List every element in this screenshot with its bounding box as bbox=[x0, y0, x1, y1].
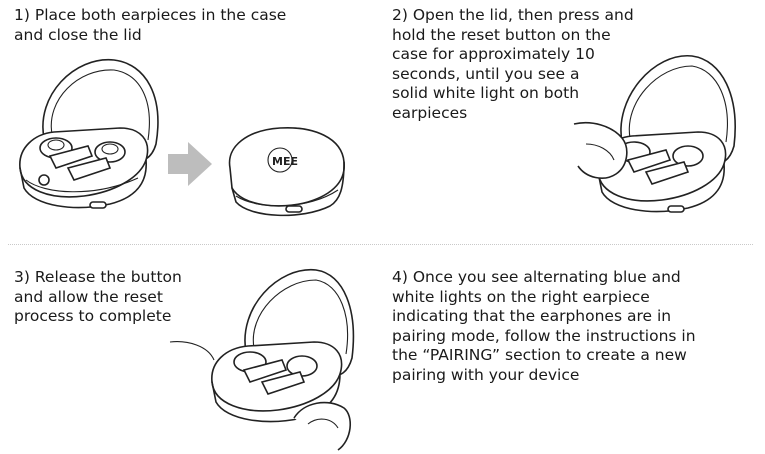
finger-icon bbox=[573, 122, 628, 179]
step-1-number: 1) bbox=[14, 6, 30, 24]
section-divider bbox=[8, 244, 753, 245]
step-4-instruction: 4) Once you see alternating blue and whi… bbox=[392, 268, 696, 385]
reset-press-illustration bbox=[573, 55, 736, 213]
step-1-instruction: 1) Place both earpieces in the case and … bbox=[14, 6, 286, 45]
step-3-number: 3) bbox=[14, 268, 30, 286]
release-illustration bbox=[169, 269, 355, 451]
closed-case-illustration: MEE bbox=[228, 127, 345, 217]
step-1-text: Place both earpieces in the case and clo… bbox=[14, 6, 287, 44]
step-2-number: 2) bbox=[392, 6, 408, 24]
step-2-text: Open the lid, then press and hold the re… bbox=[392, 6, 634, 122]
step-4-text: Once you see alternating blue and white … bbox=[392, 268, 696, 384]
open-case-illustration bbox=[19, 59, 159, 209]
step-4-number: 4) bbox=[392, 268, 408, 286]
arrow-right-icon bbox=[168, 142, 212, 186]
step-2-instruction: 2) Open the lid, then press and hold the… bbox=[392, 6, 634, 123]
step-3-instruction: 3) Release the button and allow the rese… bbox=[14, 268, 182, 327]
step-3-text: Release the button and allow the reset p… bbox=[14, 268, 182, 325]
lid-logo: MEE bbox=[272, 155, 298, 168]
